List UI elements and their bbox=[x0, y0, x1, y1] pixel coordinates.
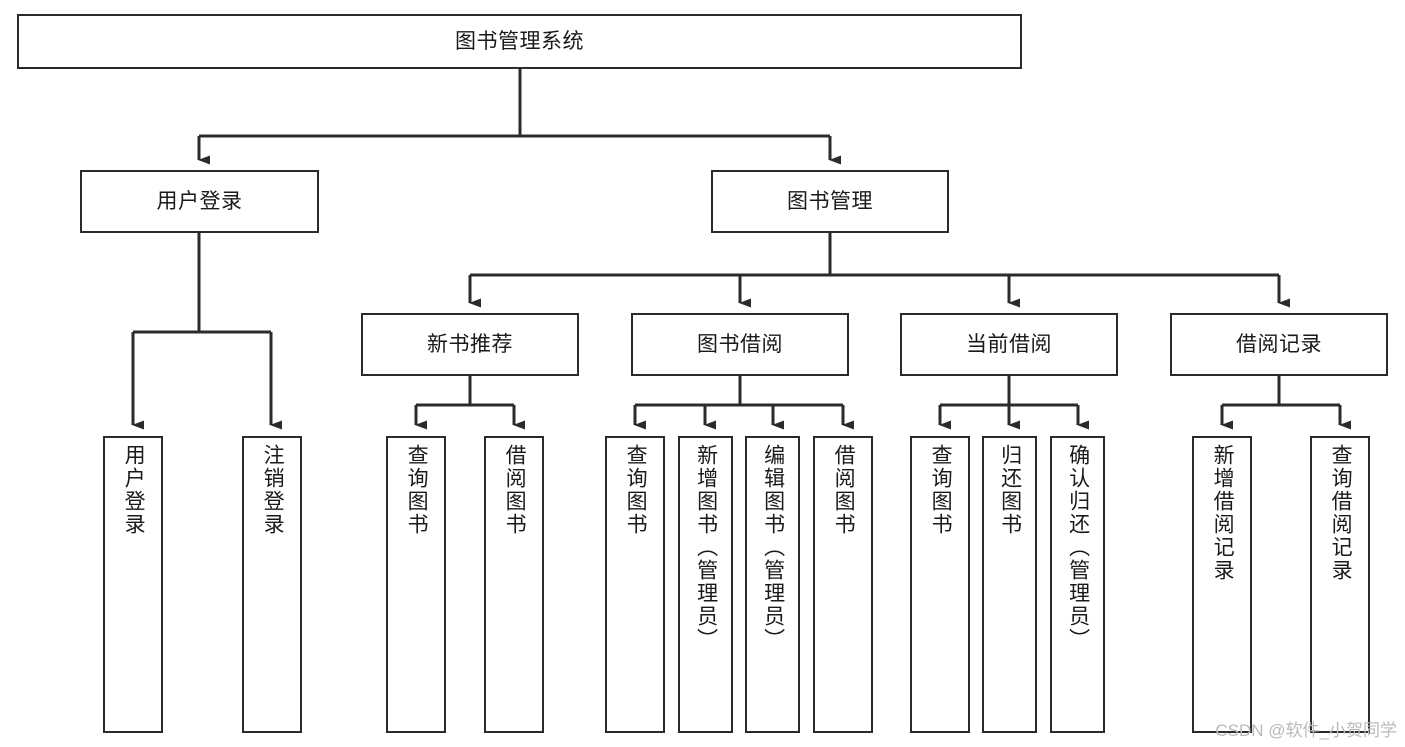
node-root-label: 图书管理系统 bbox=[455, 29, 584, 53]
node-leaf-add-book-label: 新增图书（管理员） bbox=[694, 444, 718, 651]
node-leaf-query-book-3-label: 查询图书 bbox=[929, 444, 953, 536]
node-leaf-return-book-label: 归还图书 bbox=[998, 444, 1022, 536]
node-leaf-user-logout-label: 注销登录 bbox=[261, 444, 285, 536]
node-book-management-label: 图书管理 bbox=[787, 189, 873, 213]
node-leaf-query-record[interactable]: 查询借阅记录 bbox=[1310, 436, 1370, 733]
node-leaf-user-logout[interactable]: 注销登录 bbox=[242, 436, 302, 733]
node-new-book-recommend-label: 新书推荐 bbox=[427, 332, 513, 356]
node-book-borrow[interactable]: 图书借阅 bbox=[631, 313, 849, 376]
node-leaf-query-book-1[interactable]: 查询图书 bbox=[386, 436, 446, 733]
node-leaf-query-book-2-label: 查询图书 bbox=[624, 444, 648, 536]
node-leaf-user-login[interactable]: 用户登录 bbox=[103, 436, 163, 733]
node-borrow-record[interactable]: 借阅记录 bbox=[1170, 313, 1388, 376]
node-leaf-add-book[interactable]: 新增图书（管理员） bbox=[678, 436, 733, 733]
node-user-login[interactable]: 用户登录 bbox=[80, 170, 319, 233]
node-book-management[interactable]: 图书管理 bbox=[711, 170, 949, 233]
node-leaf-return-book[interactable]: 归还图书 bbox=[982, 436, 1037, 733]
node-leaf-borrow-book-2[interactable]: 借阅图书 bbox=[813, 436, 873, 733]
node-root[interactable]: 图书管理系统 bbox=[17, 14, 1022, 69]
node-leaf-edit-book-label: 编辑图书（管理员） bbox=[761, 444, 785, 651]
node-leaf-add-record-label: 新增借阅记录 bbox=[1211, 444, 1235, 582]
node-leaf-confirm-return-label: 确认归还（管理员） bbox=[1066, 444, 1090, 651]
node-leaf-confirm-return[interactable]: 确认归还（管理员） bbox=[1050, 436, 1105, 733]
node-current-borrow[interactable]: 当前借阅 bbox=[900, 313, 1118, 376]
node-leaf-borrow-book-2-label: 借阅图书 bbox=[832, 444, 856, 536]
node-new-book-recommend[interactable]: 新书推荐 bbox=[361, 313, 579, 376]
node-leaf-add-record[interactable]: 新增借阅记录 bbox=[1192, 436, 1252, 733]
node-leaf-borrow-book-1-label: 借阅图书 bbox=[503, 444, 527, 536]
node-borrow-record-label: 借阅记录 bbox=[1236, 332, 1322, 356]
node-book-borrow-label: 图书借阅 bbox=[697, 332, 783, 356]
node-current-borrow-label: 当前借阅 bbox=[966, 332, 1052, 356]
node-leaf-user-login-label: 用户登录 bbox=[122, 444, 146, 536]
node-leaf-query-record-label: 查询借阅记录 bbox=[1329, 444, 1353, 582]
node-user-login-label: 用户登录 bbox=[156, 189, 243, 213]
node-leaf-query-book-1-label: 查询图书 bbox=[405, 444, 429, 536]
node-leaf-borrow-book-1[interactable]: 借阅图书 bbox=[484, 436, 544, 733]
node-leaf-query-book-2[interactable]: 查询图书 bbox=[605, 436, 665, 733]
node-leaf-edit-book[interactable]: 编辑图书（管理员） bbox=[745, 436, 800, 733]
node-leaf-query-book-3[interactable]: 查询图书 bbox=[910, 436, 970, 733]
